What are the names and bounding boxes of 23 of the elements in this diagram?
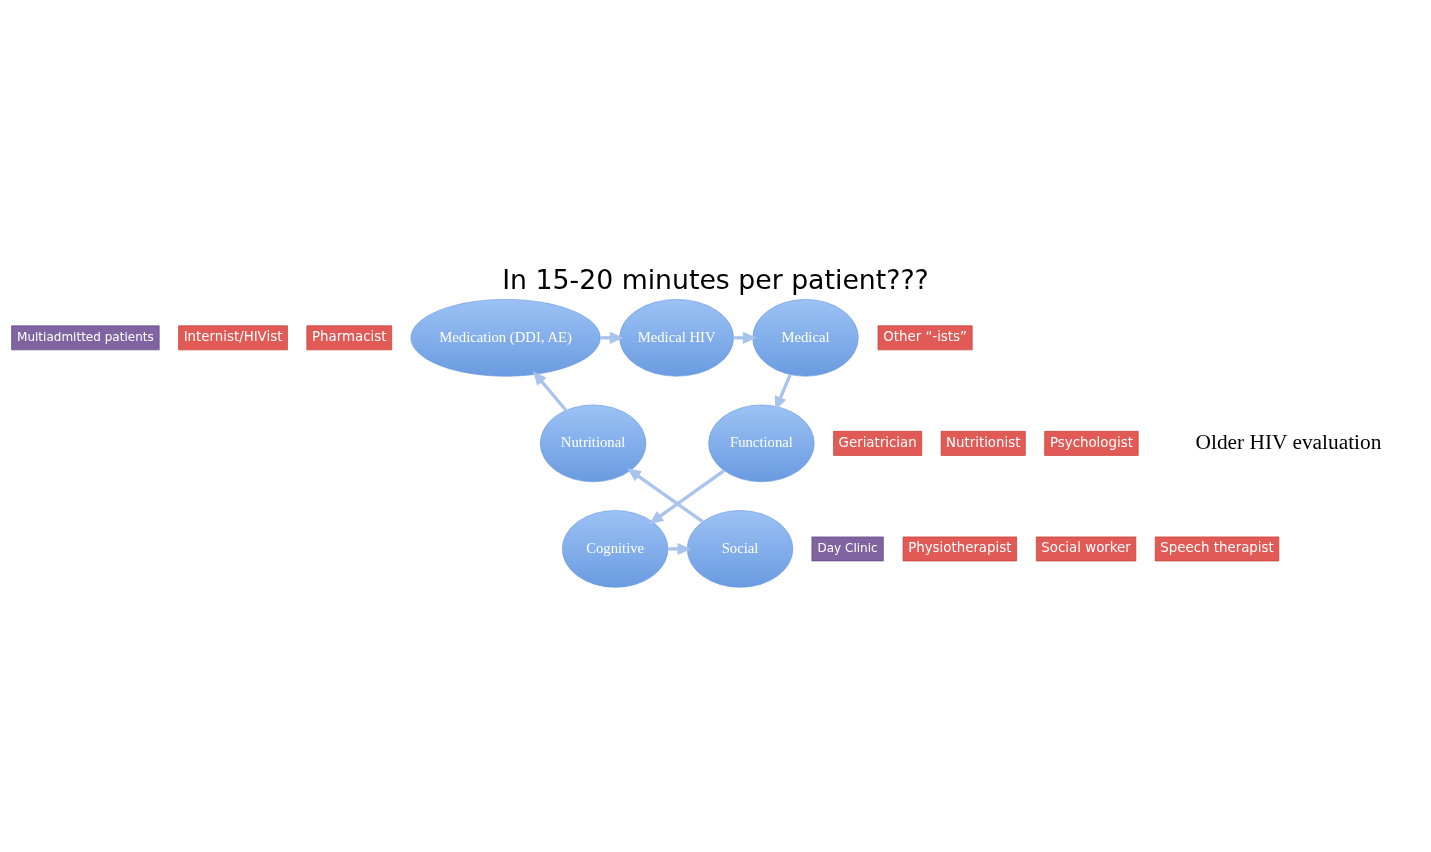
node-box: Social worker bbox=[1036, 536, 1137, 562]
node-box: Physiotherapist bbox=[902, 536, 1017, 562]
arrow bbox=[649, 469, 726, 524]
node-box: Other “-ists” bbox=[877, 325, 973, 351]
arrow bbox=[533, 371, 568, 412]
node-box: Psychologist bbox=[1044, 431, 1139, 456]
node-box: Pharmacist bbox=[306, 325, 392, 351]
node-ellipse: Social bbox=[686, 510, 794, 588]
arrow bbox=[627, 468, 704, 524]
node-box: Nutritionist bbox=[940, 431, 1026, 456]
diagram-title: In 15-20 minutes per patient??? bbox=[502, 263, 929, 295]
node-box: Multiadmitted patients bbox=[11, 325, 160, 351]
node-box: Geriatrician bbox=[833, 431, 923, 456]
node-box: Day Clinic bbox=[811, 536, 884, 562]
label: Older HIV evaluation bbox=[1195, 429, 1382, 454]
arrow bbox=[668, 542, 692, 555]
node-ellipse: Functional bbox=[708, 404, 815, 483]
node-box: Internist/HIVist bbox=[178, 325, 288, 351]
node-box: Speech therapist bbox=[1154, 536, 1280, 562]
node-ellipse: Medication (DDI, AE) bbox=[410, 299, 601, 377]
node-ellipse: Medical bbox=[752, 299, 859, 377]
node-ellipse: Medical HIV bbox=[619, 299, 734, 377]
arrow bbox=[774, 374, 792, 411]
